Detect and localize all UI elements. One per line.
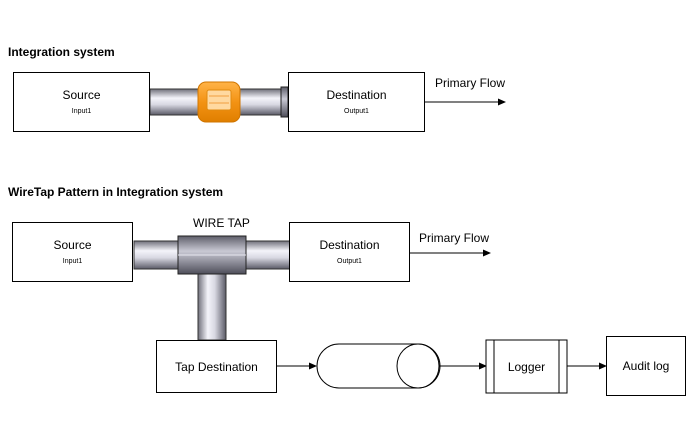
- logger-label: Logger: [507, 359, 546, 374]
- diagram2-destination-box: Destination Output1: [289, 222, 410, 282]
- wiretap-pipe: [133, 235, 291, 341]
- diagram1-destination-box: Destination Output1: [288, 72, 425, 132]
- diagram2-destination-subtitle: Output1: [337, 257, 362, 265]
- diagram1-source-title: Source: [62, 87, 101, 102]
- diagram1-source-subtitle: Input1: [71, 107, 92, 115]
- tap-destination-box: Tap Destination: [156, 340, 277, 393]
- logger-label-wrap: Logger: [486, 340, 567, 393]
- tap-destination-label: Tap Destination: [175, 359, 258, 374]
- diagram2-destination-title: Destination: [319, 237, 380, 252]
- diagram1-flow-label: Primary Flow: [435, 76, 506, 90]
- diagram2-title: WireTap Pattern in Integration system: [8, 185, 224, 199]
- diagram2-source-title: Source: [53, 237, 92, 252]
- diagram1-destination-title: Destination: [326, 87, 387, 102]
- diagram1-title: Integration system: [8, 45, 115, 59]
- diagram2-source-box: Source Input1: [12, 222, 133, 282]
- diagram2-source-subtitle: Input1: [62, 257, 83, 265]
- diagram1-destination-subtitle: Output1: [344, 107, 369, 115]
- diagram1-source-box: Source Input1: [13, 72, 150, 132]
- logger-process-box: [485, 339, 568, 394]
- queue-cylinder-icon: [316, 343, 441, 389]
- audit-log-label: Audit log: [622, 359, 670, 373]
- pipe-with-valve: [149, 81, 289, 123]
- audit-log-box: Audit log: [606, 336, 686, 396]
- wiretap-label: WIRE TAP: [193, 216, 250, 230]
- valve-icon: [197, 81, 241, 123]
- diagram2-flow-label: Primary Flow: [419, 231, 490, 245]
